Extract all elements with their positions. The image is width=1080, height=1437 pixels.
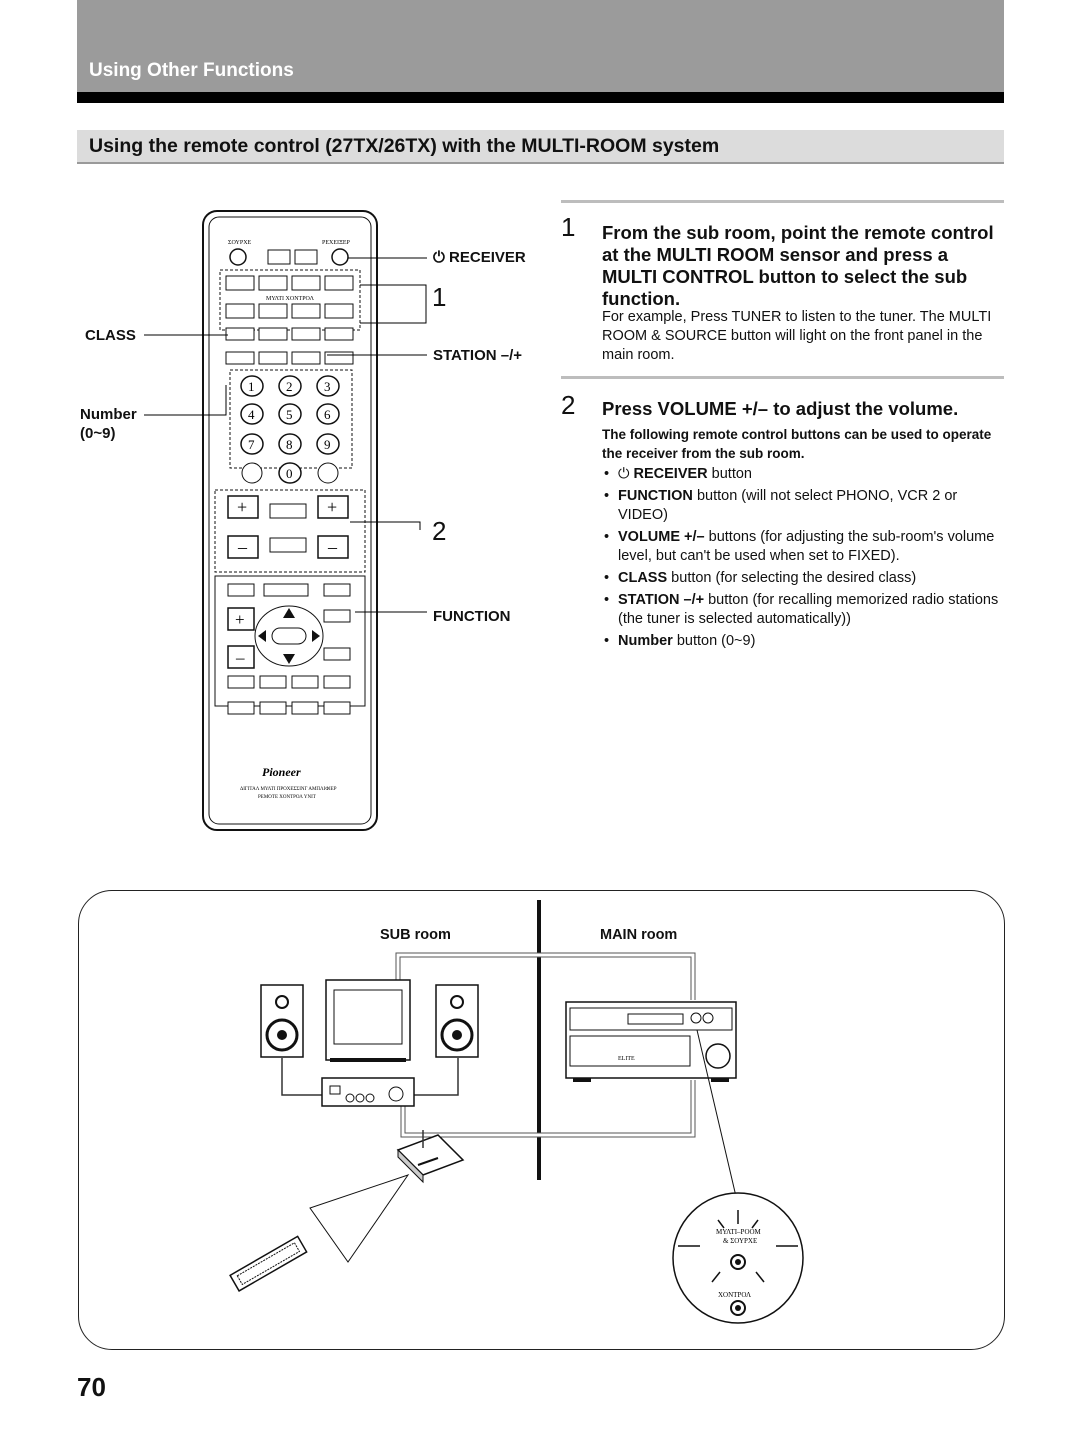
step-1-heading: From the sub room, point the remote cont… bbox=[602, 222, 994, 309]
number-key-label: 9 bbox=[324, 437, 331, 452]
number-key-2 bbox=[278, 375, 302, 397]
list-item: Number button (0~9) bbox=[604, 632, 1004, 651]
sub-room-label: SUB room bbox=[380, 927, 451, 943]
source-key-label: ΣΟΥΡΧΕ bbox=[228, 240, 252, 246]
list-item: CLASS button (for selecting the desired … bbox=[604, 569, 1004, 588]
sub-room-amplifier bbox=[321, 1077, 415, 1107]
step-1-divider bbox=[561, 200, 1004, 203]
section-name: Using Other Functions bbox=[89, 60, 294, 81]
step-1-number: 1 bbox=[561, 212, 576, 242]
sensor-control-label: ΧΟΝΤΡΟΛ bbox=[718, 1291, 751, 1299]
callout-number-range: (0~9) bbox=[80, 425, 116, 442]
callout-2: 2 bbox=[432, 516, 447, 546]
section-title-bar bbox=[77, 130, 1004, 164]
list-item: STATION –/+ button (for recalling memori… bbox=[604, 591, 1004, 629]
number-key-0 bbox=[278, 462, 302, 484]
usable-buttons-list: ⏻ RECEIVER button FUNCTION button (will … bbox=[604, 465, 1004, 654]
header-rule bbox=[77, 92, 1004, 103]
receiver-key-label: ΡΕΧΕΙΞΕΡ bbox=[322, 240, 351, 246]
remote-footer-line2: ΡΕΜΟΤΕ ΧΟΝΤΡΟΛ ΥΝΙΤ bbox=[258, 795, 316, 800]
remote-footer-line1: ΔΙΓΙΤΑΛ ΜΥΛΤΙ ΠΡΟΧΕΣΣΙΝΓ ΑΜΠΛΙΦΙΕΡ bbox=[240, 787, 337, 792]
multi-control-label: ΜΥΛΤΙ ΧΟΝΤΡΟΛ bbox=[266, 296, 315, 302]
television bbox=[325, 979, 411, 1062]
callout-station: STATION –/+ bbox=[433, 347, 523, 364]
step-2-number: 2 bbox=[561, 390, 576, 420]
callout-function: FUNCTION bbox=[433, 608, 511, 625]
number-key-1 bbox=[240, 375, 264, 397]
svg-text:–: – bbox=[327, 537, 338, 557]
number-key-label: 3 bbox=[324, 379, 331, 394]
svg-text:–: – bbox=[237, 537, 248, 557]
pioneer-logo: Pioneer bbox=[262, 765, 301, 779]
svg-text:+: + bbox=[237, 497, 247, 517]
number-key-5 bbox=[278, 403, 302, 425]
section-title: Using the remote control (27TX/26TX) wit… bbox=[89, 135, 720, 157]
number-key-7 bbox=[240, 433, 264, 455]
callout-1: 1 bbox=[432, 282, 447, 312]
room-diagram-drawing: ELITE ΜΥΛΤΙ–ΡΟΟΜ & ΣΟΥΡΧΕ ΧΟΝΤΡΟΛ bbox=[229, 900, 804, 1324]
page-number: 70 bbox=[77, 1372, 106, 1402]
remote-in-hand bbox=[229, 1235, 308, 1292]
number-key-label: 1 bbox=[248, 379, 255, 394]
left-speaker bbox=[260, 984, 304, 1058]
number-key-label: 6 bbox=[324, 407, 331, 422]
ir-repeater bbox=[396, 1134, 465, 1184]
sensor-label-2: & ΣΟΥΡΧΕ bbox=[723, 1237, 757, 1245]
svg-text:–: – bbox=[235, 648, 245, 667]
callout-class: CLASS bbox=[85, 327, 136, 344]
number-key-6 bbox=[316, 403, 340, 425]
main-room-label: MAIN room bbox=[600, 927, 678, 943]
number-key-8 bbox=[278, 433, 302, 455]
svg-text:+: + bbox=[235, 610, 245, 629]
list-item: FUNCTION button (will not select PHONO, … bbox=[604, 487, 1004, 525]
number-key-label: 8 bbox=[286, 437, 293, 452]
number-key-label: 7 bbox=[248, 437, 255, 452]
callout-receiver: ⏻ RECEIVER bbox=[433, 249, 526, 266]
number-key-label: 5 bbox=[286, 407, 293, 422]
number-key-9 bbox=[316, 433, 340, 455]
step-2-divider bbox=[561, 376, 1004, 379]
number-key-label: 4 bbox=[248, 407, 255, 422]
step-2-heading: Press VOLUME +/– to adjust the volume. bbox=[602, 398, 959, 419]
step-2-note: The following remote control buttons can… bbox=[602, 427, 992, 461]
multi-room-diagram bbox=[78, 890, 1005, 1350]
callout-lines bbox=[144, 257, 427, 613]
sensor-label-1: ΜΥΛΤΙ–ΡΟΟΜ bbox=[716, 1228, 762, 1236]
svg-text:+: + bbox=[327, 497, 337, 517]
receiver-brand-label: ELITE bbox=[618, 1056, 635, 1062]
step-1-body: For example, Press TUNER to listen to th… bbox=[602, 309, 992, 363]
multi-room-sensor-detail: ΜΥΛΤΙ–ΡΟΟΜ & ΣΟΥΡΧΕ ΧΟΝΤΡΟΛ bbox=[672, 1192, 804, 1324]
number-key-3 bbox=[316, 375, 340, 397]
number-key-4 bbox=[240, 403, 264, 425]
number-keypad: 1 2 3 4 5 6 7 8 9 0 bbox=[240, 375, 340, 484]
main-receiver: ELITE bbox=[565, 1001, 737, 1082]
number-key-label: 0 bbox=[286, 466, 293, 481]
list-item: ⏻ RECEIVER button bbox=[604, 465, 1004, 484]
number-key-label: 2 bbox=[286, 379, 293, 394]
power-icon: ⏻ bbox=[433, 249, 445, 266]
list-item: VOLUME +/– buttons (for adjusting the su… bbox=[604, 528, 1004, 566]
right-speaker bbox=[435, 984, 479, 1058]
remote-control-drawing: ΣΟΥΡΧΕ ΡΕΧΕΙΞΕΡ ΜΥΛΤΙ ΧΟΝΤΡΟΛ 1 2 3 4 5 6 7 8 9 0 bbox=[202, 210, 378, 831]
power-icon: ⏻ bbox=[618, 466, 634, 482]
callout-number: Number bbox=[80, 406, 137, 423]
header-bar bbox=[77, 0, 1004, 92]
callout-receiver-label: RECEIVER bbox=[449, 249, 526, 266]
